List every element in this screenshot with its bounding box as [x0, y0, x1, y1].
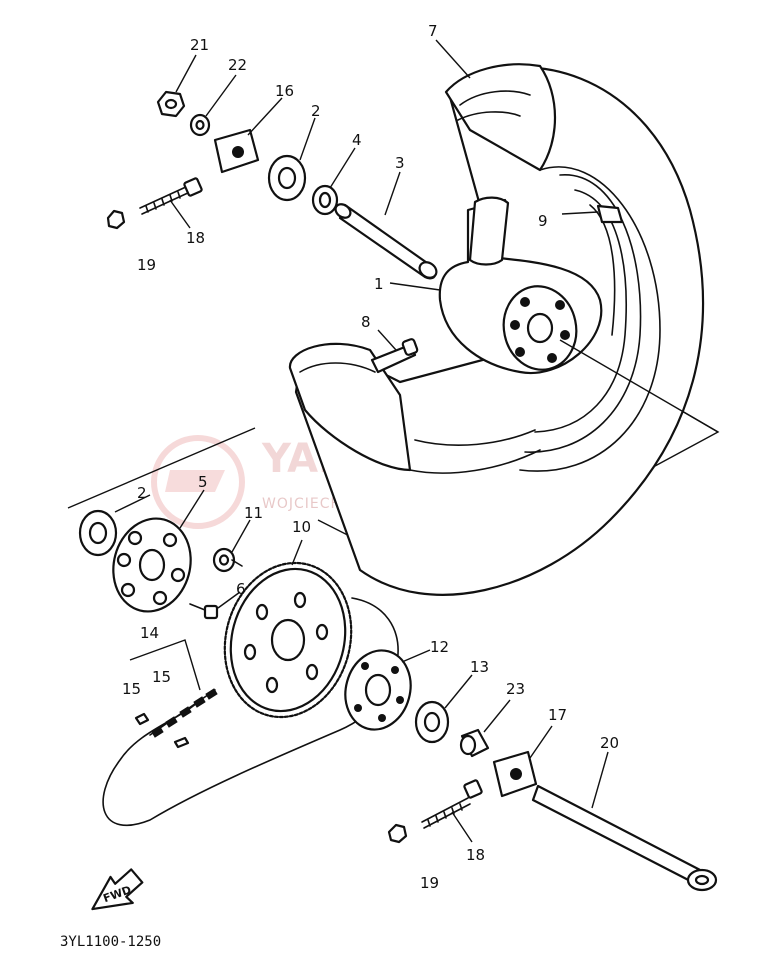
callout-20: 20 — [600, 734, 619, 752]
callout-14: 14 — [140, 624, 159, 642]
sprocket-bolt — [189, 591, 241, 620]
axle — [531, 751, 718, 892]
tire-valve — [370, 329, 419, 374]
callout-15-right: 15 — [152, 668, 171, 686]
callout-15-left: 15 — [122, 680, 141, 698]
adjuster-bolt-top — [139, 177, 203, 229]
sprocket-flange — [344, 649, 431, 731]
lock-nut-top — [106, 209, 126, 230]
callout-13: 13 — [470, 658, 489, 676]
callout-10: 10 — [292, 518, 311, 536]
callout-23: 23 — [506, 680, 525, 698]
washer-top — [189, 74, 237, 137]
callout-2-lower: 2 — [137, 484, 147, 502]
callout-19-lower: 19 — [420, 874, 439, 892]
callout-16: 16 — [275, 82, 294, 100]
leader-1 — [389, 282, 441, 291]
damper — [212, 519, 251, 573]
callout-2-upper: 2 — [311, 102, 321, 120]
diagram-code: 3YL1100-1250 — [60, 934, 161, 950]
oil-seal — [311, 147, 356, 216]
callout-4: 4 — [352, 131, 362, 149]
wheel-hub — [438, 196, 719, 433]
chain-adjuster-upper — [213, 97, 283, 174]
callout-18-lower: 18 — [466, 846, 485, 864]
callout-12: 12 — [430, 638, 449, 656]
clutch-hub — [112, 489, 205, 613]
callout-11: 11 — [244, 504, 263, 522]
callout-9: 9 — [538, 212, 548, 230]
bearing-lower — [78, 509, 118, 557]
callout-1: 1 — [374, 275, 384, 293]
fwd-arrow: FWD — [91, 868, 144, 911]
callout-21: 21 — [190, 36, 209, 54]
chain-adjuster-lower — [492, 725, 553, 798]
spacer-tube — [334, 171, 438, 280]
callout-18-upper: 18 — [186, 229, 205, 247]
callout-7: 7 — [428, 22, 438, 40]
callout-3: 3 — [395, 154, 405, 172]
callout-5: 5 — [198, 473, 208, 491]
leader-2-lower — [114, 494, 151, 513]
rim-clip — [561, 204, 624, 224]
collar — [459, 699, 511, 758]
callout-22: 22 — [228, 56, 247, 74]
callout-6: 6 — [236, 580, 246, 598]
rear-sprocket — [223, 539, 353, 719]
lock-nut-bottom — [387, 823, 408, 844]
adjuster-bolt-bottom — [421, 779, 483, 843]
tire — [288, 63, 705, 596]
leader-7 — [435, 39, 471, 79]
callout-17: 17 — [548, 706, 567, 724]
callout-19-upper: 19 — [137, 256, 156, 274]
callout-8: 8 — [361, 313, 371, 331]
flange-bearing — [414, 674, 473, 744]
axle-nut-top — [156, 54, 197, 118]
callouts: 21 22 16 2 4 3 7 9 1 18 19 8 2 5 11 10 6… — [122, 22, 619, 892]
bearing-upper — [267, 117, 316, 202]
